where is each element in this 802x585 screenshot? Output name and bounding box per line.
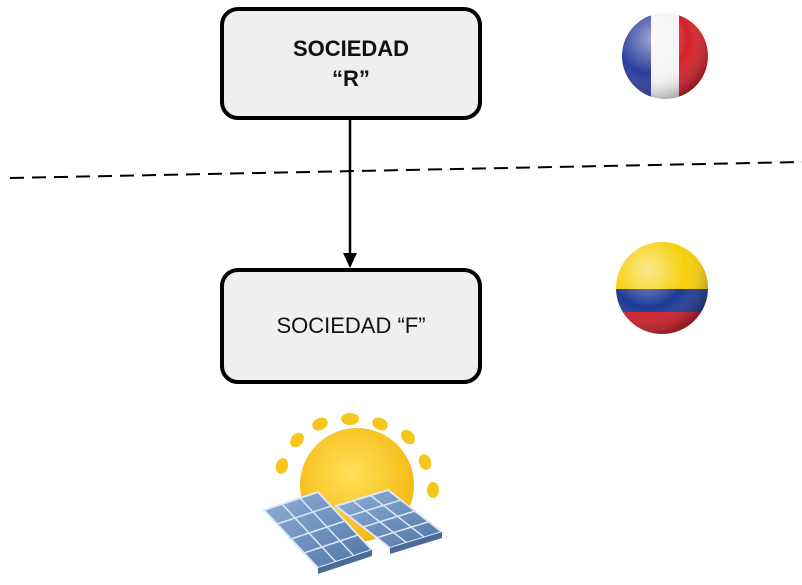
sociedad-f-label: SOCIEDAD “F” [276,312,426,338]
sociedad-r-box: SOCIEDAD “R” [220,7,482,120]
france-flag-icon [622,13,708,99]
sociedad-r-line2: “R” [332,65,370,91]
sun-solar-panels-icon [262,413,445,574]
connector-arrowhead [343,253,357,268]
sociedad-f-box: SOCIEDAD “F” [220,268,482,384]
sociedad-r-label: SOCIEDAD “R” [293,34,409,93]
sociedad-r-line1: SOCIEDAD [292,35,410,61]
colombia-flag-icon [616,242,708,334]
border-dashed-line [9,161,802,179]
